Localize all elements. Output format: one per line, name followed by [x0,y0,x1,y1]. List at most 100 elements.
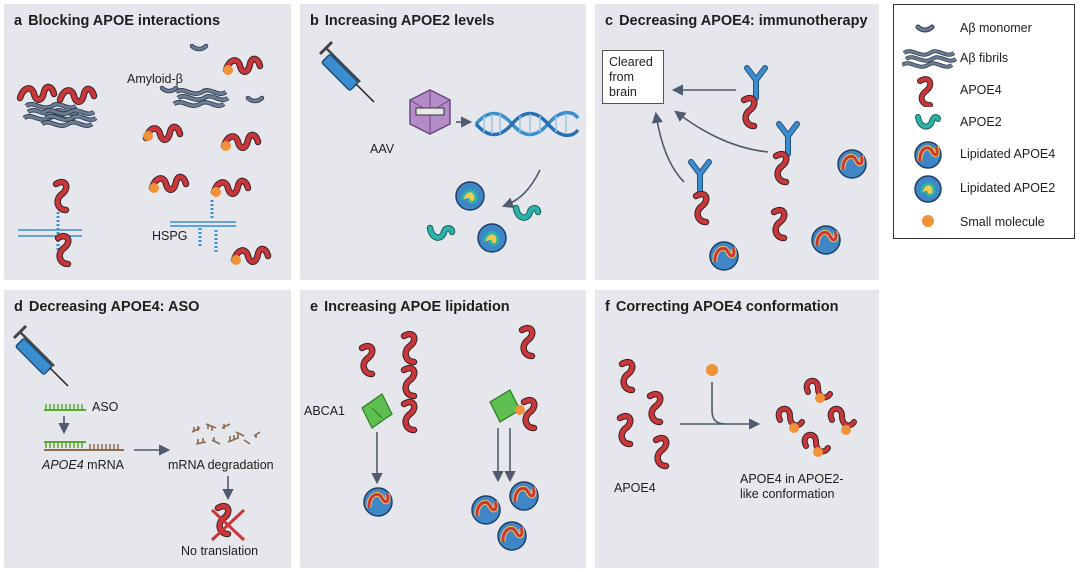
arrow-merge [711,382,727,425]
mrna-degradation-label: mRNA degradation [168,458,274,472]
arrow [501,169,541,209]
hspg-left [18,212,82,252]
lipidated-apoe4 [472,496,500,524]
syringe-icon [12,324,70,388]
abca1-transporter-icon [489,389,521,423]
aav-capsid-icon [409,89,451,135]
small-molecule [211,187,221,197]
cleared-from-brain-box: Cleared from brain [602,50,664,104]
abeta-monomer [192,46,206,49]
apoe4-molecule [656,438,666,466]
small-molecule [789,423,799,433]
hspg-right [170,200,236,252]
legend-item: Aβ monomer [894,13,1074,43]
small-molecule [143,131,153,141]
apoe4-mrna-label: APOE4 mRNA [42,458,124,472]
apoe4-molecule [20,87,54,100]
legend: Aβ monomer Aβ fibrils APOE4 APOE2 Lipida… [893,4,1075,239]
antibody-icon [691,162,709,192]
apoe4-molecule [362,346,372,374]
apoe4-molecule [58,236,68,264]
lipidated-apoe4 [710,242,738,270]
panel-f-illustration [620,362,857,466]
lipidated-apoe4 [510,482,538,510]
apoe4-molecule [524,400,534,428]
aso-mrna-duplex [44,441,124,451]
legend-item: Small molecule [894,207,1074,237]
panel-b-illustration [318,40,580,254]
apoe2-like-apoe4 [775,377,857,455]
lipidated-apoe4 [498,522,526,550]
no-translation-label: No translation [181,544,259,558]
lipidated-apoe4 [812,226,840,254]
small-molecule [813,447,823,457]
small-molecule-icon [922,215,934,227]
arrow [674,110,769,153]
apoe4-molecule [696,194,706,222]
abeta-monomer [248,98,262,101]
aav-label: AAV [370,142,395,156]
small-molecule [515,405,525,415]
small-molecule [231,255,241,265]
legend-item: Lipidated APOE4 [894,139,1074,169]
abeta-monomer [162,88,176,91]
apoe4-molecule [620,416,630,444]
apoe2-molecule [430,228,452,238]
apoe4-molecule [622,362,632,390]
aso-strand [44,404,86,411]
apoe4-molecule [774,210,784,238]
amyloid-fibril-cluster [24,104,96,125]
small-molecule [815,393,825,403]
apoe4-molecule [776,154,786,182]
lipidated-apoe4 [364,488,392,516]
apoe2-molecule [516,208,538,218]
apoe4-molecule [650,394,660,422]
lipidated-apoe4-icon [914,141,942,169]
apoe4-label: APOE4 [614,481,656,495]
abeta-fibrils-icon [902,49,958,69]
legend-item: Aβ fibrils [894,43,1074,73]
panel-d-illustration [12,324,261,542]
dna-helix-icon [474,110,580,138]
small-molecule [223,65,233,75]
antibody-icon [779,124,797,154]
apoe4-molecule [56,182,66,210]
apoe4-molecule [404,334,414,362]
aso-label: ASO [92,400,119,414]
apoe4-molecule [404,402,414,430]
amyloid-fibrils-top [174,90,228,105]
apoe4-molecule [522,328,532,356]
apoe4-icon [917,76,934,107]
panel-e-illustration [362,328,538,550]
apoe4-molecule [404,368,414,396]
small-molecule [841,425,851,435]
small-molecule [149,183,159,193]
abca1-label: ABCA1 [304,404,345,418]
cleared-from-brain-label: Cleared from brain [609,55,653,99]
cross-icon [210,508,246,542]
lipidated-apoe4 [838,150,866,178]
antibody-icon [747,68,765,98]
amyloid-beta-label: Amyloid-β [127,72,183,86]
arrow [651,111,685,183]
lipidated-apoe2-icon [914,175,942,203]
degraded-mrna-fragments [191,423,261,445]
lipidated-apoe2 [476,222,508,254]
apoe2-like-conformation-label: APOE4 in APOE2-like conformation [740,472,844,501]
hspg-label: HSPG [152,229,188,243]
abeta-monomer-icon [915,24,935,33]
panel-c-illustration [651,68,866,270]
apoe4-molecule [60,89,94,102]
small-molecule [706,364,718,376]
panel-a-illustration [18,46,268,265]
